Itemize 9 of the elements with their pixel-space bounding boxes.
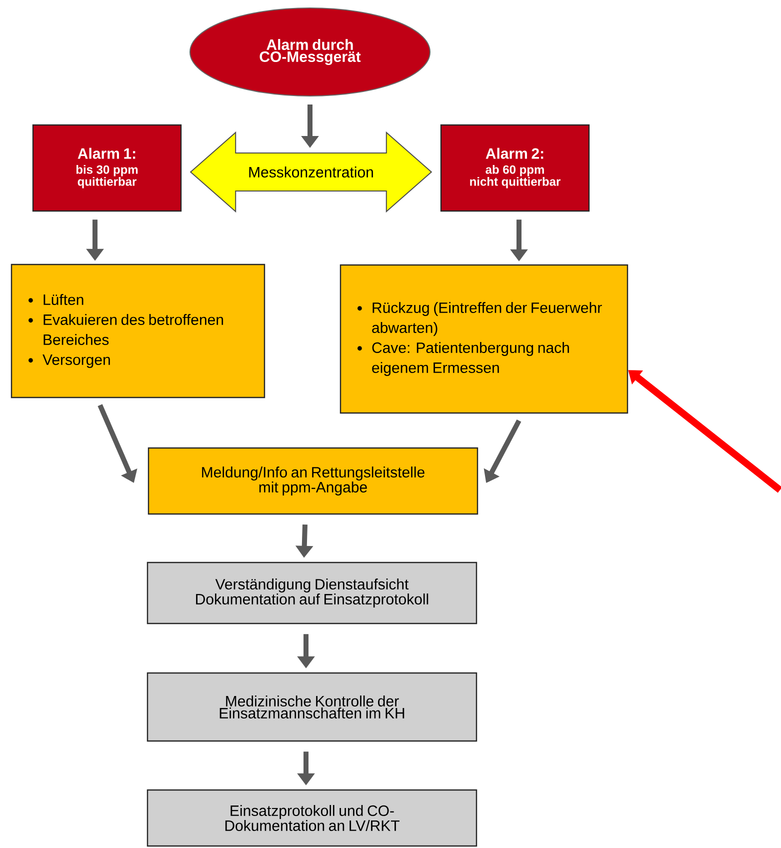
- step-box: Verständigung Dienstaufsicht Dokumentation auf Einsatzprotokoll: [146, 562, 478, 624]
- edge-label: Messkonzentration: [249, 166, 373, 178]
- alarm-box: Alarm 2: ab 60 ppm nicht quittierbar: [440, 124, 590, 212]
- action-box: Lüften Evakuieren des betroffenen Bereiches Versorgen: [10, 264, 266, 398]
- report-box: Meldung/Info an Rettungsleitstelle mit ppm-Angabe: [148, 447, 478, 515]
- step-box: Medizinische Kontrolle der Einsatzmannschaften im KH: [146, 672, 478, 742]
- step-box: Einsatzprotokoll und CO-Dokumentation an LV/RKT: [146, 789, 478, 847]
- action-box: Rückzug (Eintreffen der Feuerwehr abwarten) Cave: Patientenbergung nach eigenem Ermessen: [340, 264, 628, 414]
- alarm-box: Alarm 1: bis 30 ppm quittierbar: [32, 124, 182, 212]
